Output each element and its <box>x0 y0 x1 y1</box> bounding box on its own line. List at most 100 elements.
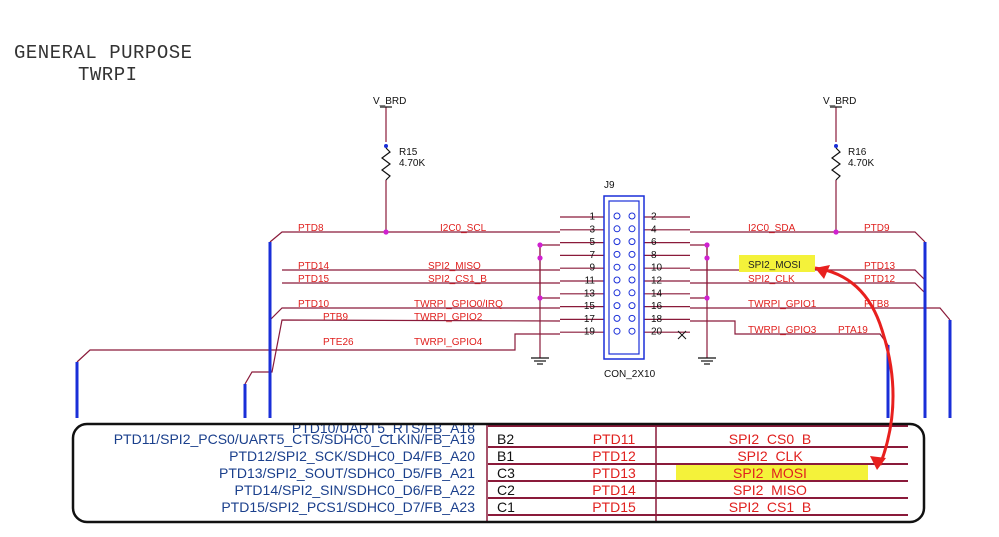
net-ptd12: PTD12 <box>864 274 896 285</box>
pin-number-right: 14 <box>651 288 663 299</box>
pin-hole-left <box>613 276 621 284</box>
sig-spi2-cs1-b: SPI2_CS1_B <box>428 274 487 285</box>
map-ball: C1 <box>497 499 515 515</box>
connector-ref: J9 <box>604 180 615 191</box>
gnd-link-left <box>539 244 560 299</box>
map-signal: SPI2_CS1_B <box>729 499 812 515</box>
pin-number-right: 20 <box>651 327 663 338</box>
map-signal: SPI2_MISO <box>733 482 807 498</box>
map-port: PTD11 <box>593 431 636 447</box>
pin-hole-left <box>613 302 621 310</box>
wire-ptd12 <box>690 282 926 294</box>
r16-value: 4.70K <box>848 158 874 169</box>
map-port: PTD15 <box>592 499 636 515</box>
pin-hole-right <box>628 327 636 335</box>
r15-ref: R15 <box>399 147 418 158</box>
pin-number-left: 15 <box>584 301 596 312</box>
net-ptd13: PTD13 <box>864 261 896 272</box>
pin-number-right: 8 <box>651 250 657 261</box>
sig-spi2-clk: SPI2_CLK <box>748 274 795 285</box>
pin-mapping-table: PTD10/UART5_RTS/FB_A18 PTD11/SPI2_PCS0/U… <box>71 420 926 524</box>
wire-ptb8 <box>690 307 951 321</box>
pin-hole-left <box>613 250 621 258</box>
components <box>380 106 842 365</box>
sig-twrpi-gpio3: TWRPI_GPIO3 <box>748 325 817 336</box>
spi2-mosi-highlight <box>739 255 815 272</box>
wire-ptd9 <box>690 231 926 243</box>
net-ptd9: PTD9 <box>864 223 890 234</box>
junction-dot <box>833 229 839 235</box>
map-ball: C3 <box>497 465 515 481</box>
pin-number-left: 9 <box>589 263 595 274</box>
pin-hole-right <box>628 225 636 233</box>
sig-i2c0-sda: I2C0_SDA <box>748 223 796 234</box>
sig-spi2-mosi: SPI2_MOSI <box>748 260 801 271</box>
vbrd-label-left: V_BRD <box>373 96 406 107</box>
callout-arrow <box>814 265 895 470</box>
map-port: PTD14 <box>592 482 636 498</box>
map-func: PTD13/SPI2_SOUT/SDHC0_D5/FB_A21 <box>219 465 475 481</box>
junction-dot <box>537 295 543 301</box>
connector-outer <box>603 195 645 360</box>
pin-hole-left <box>613 314 621 322</box>
map-highlight <box>676 465 868 480</box>
net-ptd10: PTD10 <box>298 299 330 310</box>
connector-inner <box>608 200 640 355</box>
map-port: PTD12 <box>592 448 636 464</box>
pin-number-right: 2 <box>651 212 657 223</box>
pin-number-right: 10 <box>651 263 663 274</box>
wire-pte26 <box>76 333 560 363</box>
sig-twrpi-gpio0: TWRPI_GPIO0/IRQ <box>414 299 503 310</box>
pin-hole-left <box>613 263 621 271</box>
pin-hole-right <box>628 263 636 271</box>
map-port: PTD13 <box>592 465 636 481</box>
sig-twrpi-gpio1: TWRPI_GPIO1 <box>748 299 817 310</box>
net-ptd15: PTD15 <box>298 274 330 285</box>
pin-number-left: 3 <box>589 224 595 235</box>
pin-hole-right <box>628 276 636 284</box>
r15-end <box>384 144 388 148</box>
junction-dot <box>704 242 710 248</box>
map-func-partial: PTD10/UART5_RTS/FB_A18 <box>292 420 475 436</box>
junction-dot <box>537 242 543 248</box>
map-func: PTD11/SPI2_PCS0/UART5_CTS/SDHC0_CLKIN/FB… <box>114 431 476 447</box>
map-signal: SPI2_CS0_B <box>729 431 812 447</box>
net-pta19: PTA19 <box>838 325 868 336</box>
title-line-2: TWRPI <box>78 64 138 86</box>
sig-twrpi-gpio4: TWRPI_GPIO4 <box>414 337 483 348</box>
r16-body <box>831 147 841 181</box>
map-ball: B2 <box>497 431 514 447</box>
junction-dot <box>704 255 710 261</box>
map-ball: B1 <box>497 448 514 464</box>
map-func: PTD14/SPI2_SIN/SDHC0_D6/FB_A22 <box>235 482 476 498</box>
net-ptb9: PTB9 <box>323 312 348 323</box>
gnd-link-right <box>690 244 708 299</box>
map-signal: SPI2_MOSI <box>733 465 807 481</box>
net-wires <box>76 107 951 385</box>
pin-number-left: 11 <box>585 276 596 287</box>
pin-hole-left <box>613 225 621 233</box>
pin-number-left: 17 <box>584 314 596 325</box>
net-ptd8: PTD8 <box>298 223 324 234</box>
pin-number-right: 12 <box>651 276 663 287</box>
junction-dot <box>537 255 543 261</box>
sig-twrpi-gpio2: TWRPI_GPIO2 <box>414 312 483 323</box>
nc-mark-b <box>677 330 687 340</box>
sig-spi2-miso: SPI2_MISO <box>428 261 481 272</box>
pin-number-right: 16 <box>651 301 663 312</box>
pin-hole-left <box>613 327 621 335</box>
map-func: PTD12/SPI2_SCK/SDHC0_D4/FB_A20 <box>229 448 475 464</box>
net-pte26: PTE26 <box>323 337 354 348</box>
pin-number-left: 19 <box>584 327 596 338</box>
net-ptb8: PTB8 <box>864 299 889 310</box>
mapping-callout-border <box>71 422 926 524</box>
pin-hole-right <box>628 314 636 322</box>
pin-hole-left <box>613 238 621 246</box>
r16-ref: R16 <box>848 147 867 158</box>
pin-number-right: 6 <box>651 237 657 248</box>
vbrd-label-right: V_BRD <box>823 96 856 107</box>
net-ptd14: PTD14 <box>298 261 330 272</box>
pin-hole-left <box>613 289 621 297</box>
